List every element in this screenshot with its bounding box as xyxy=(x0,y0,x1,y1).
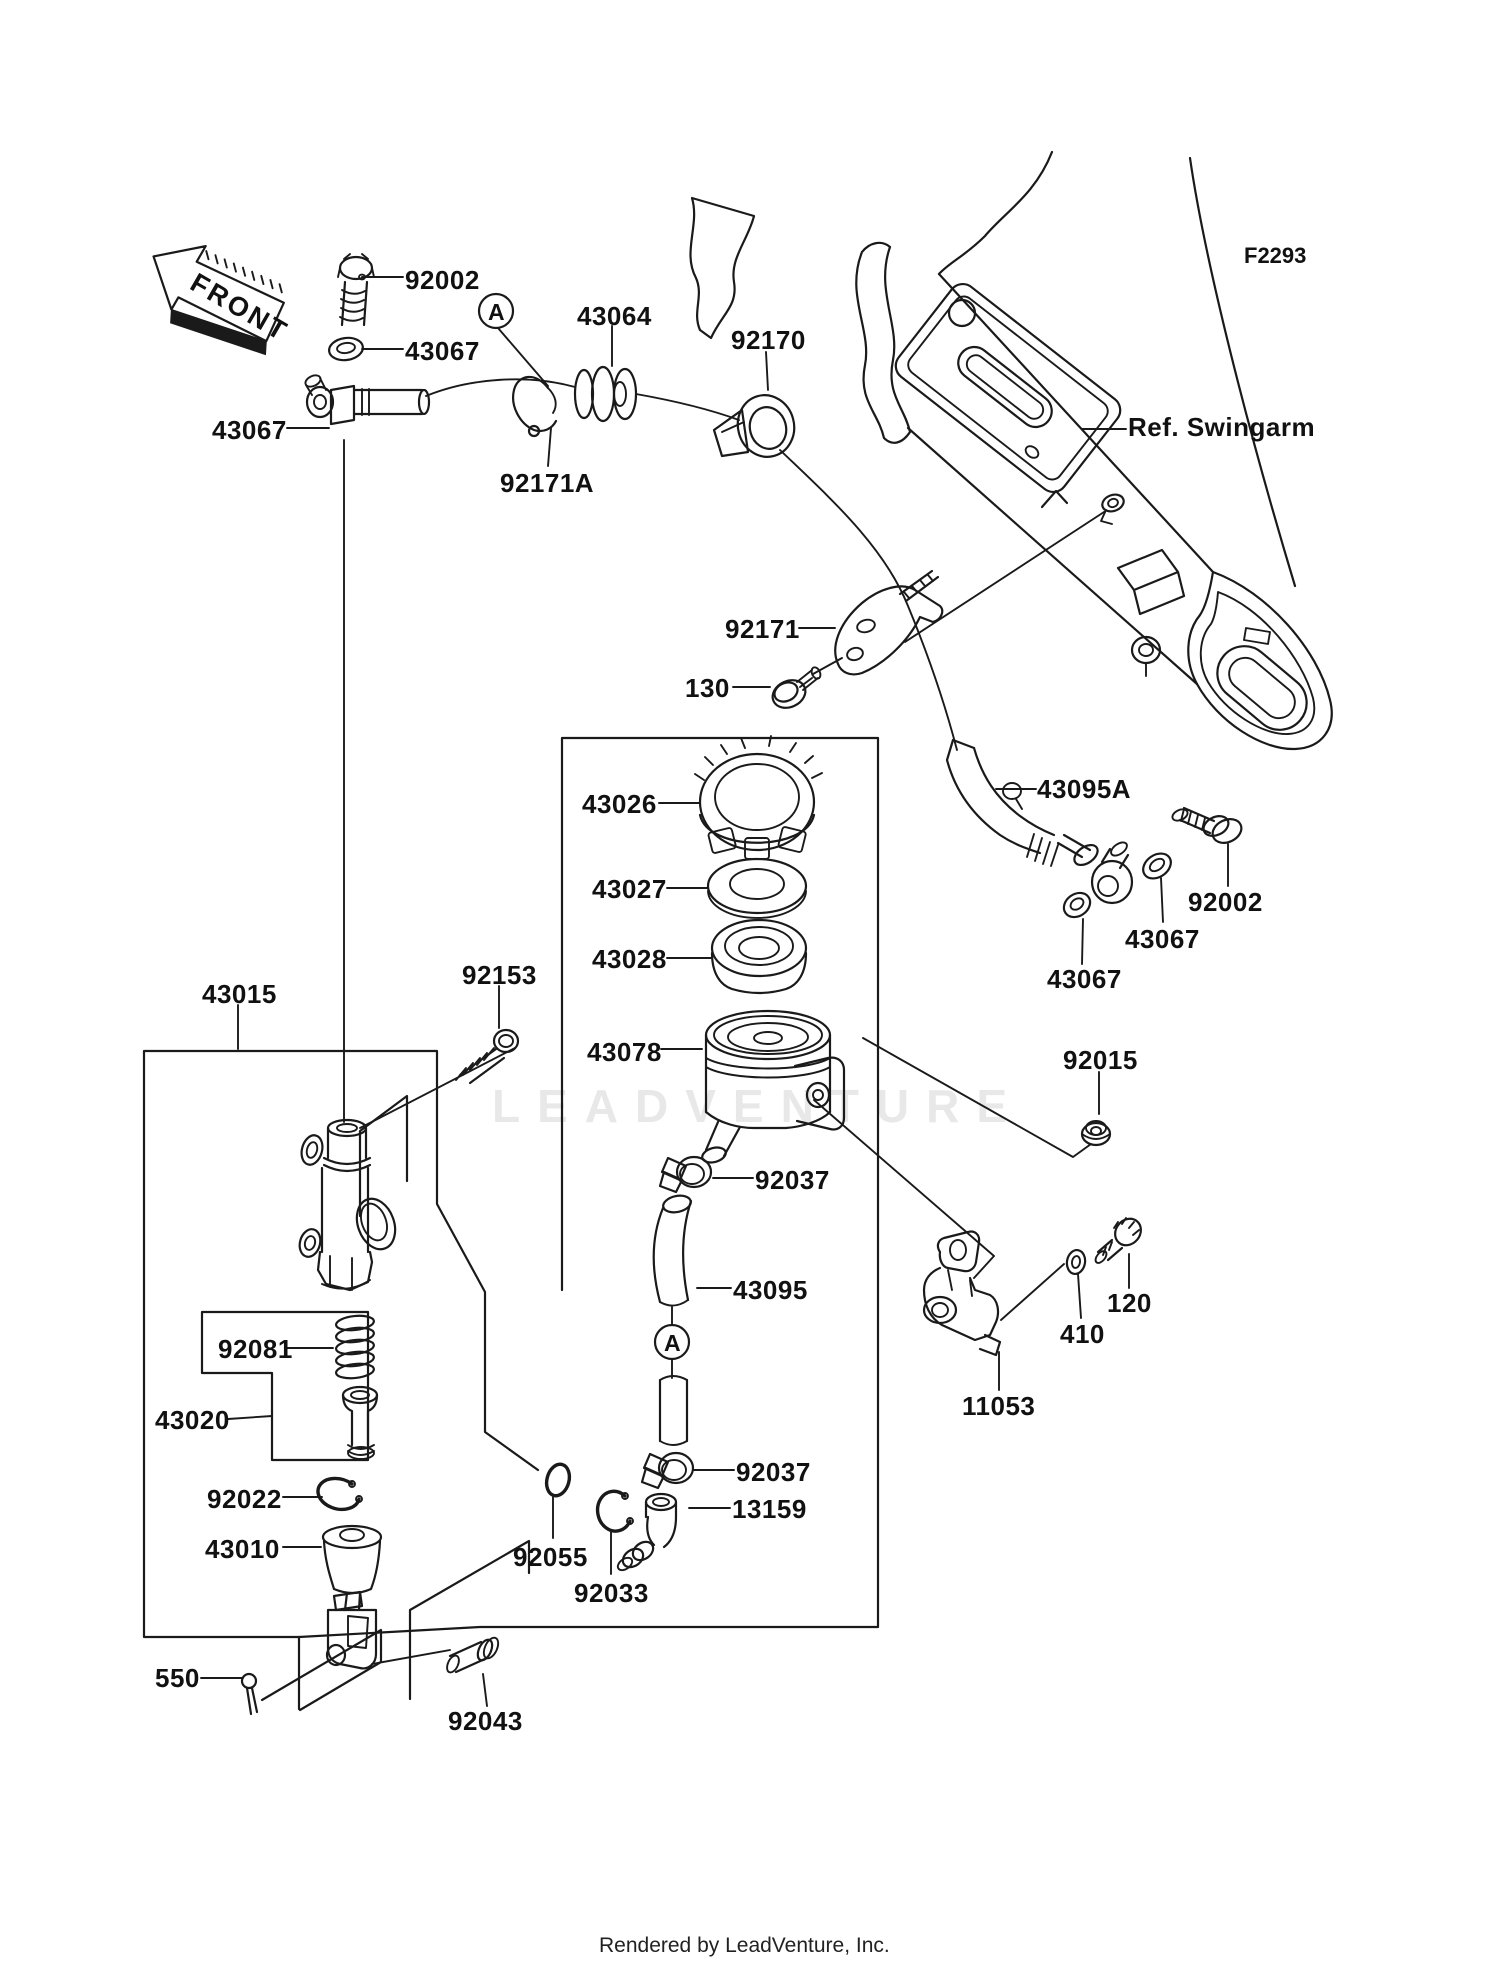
part-label-43067-top: 43067 xyxy=(405,336,480,366)
rod-boot-43010 xyxy=(321,1524,383,1670)
brake-hose-routing xyxy=(425,378,958,751)
push-rod-assembly xyxy=(304,374,431,426)
master-cylinder-43015 xyxy=(298,1118,397,1292)
screw-92153 xyxy=(455,1028,520,1085)
circlip-92022 xyxy=(316,1476,363,1512)
part-label-43015: 43015 xyxy=(202,979,277,1009)
part-label-92081: 92081 xyxy=(218,1334,293,1364)
bolt-130 xyxy=(771,666,822,709)
part-label-43067-right-upper: 43067 xyxy=(1125,924,1200,954)
hose-43095 xyxy=(652,1194,693,1307)
part-label-43095: 43095 xyxy=(733,1275,808,1305)
reservoir-43078 xyxy=(701,1009,846,1164)
part-label-92037-upper: 92037 xyxy=(755,1165,830,1195)
part-label-43067-right-lower: 43067 xyxy=(1047,964,1122,994)
bracket-92171 xyxy=(834,569,944,676)
nut-92015 xyxy=(1080,1120,1112,1147)
part-label-92153: 92153 xyxy=(462,960,537,990)
hose-section-lower xyxy=(658,1375,689,1446)
footer-credit: Rendered by LeadVenture, Inc. xyxy=(599,1934,890,1957)
figure-code: F2293 xyxy=(1244,243,1306,268)
part-label-92171a: 92171A xyxy=(500,468,594,498)
bolt-120 xyxy=(1094,1217,1142,1264)
leader-lines xyxy=(200,276,1229,1707)
piston-43020 xyxy=(341,1385,379,1460)
clamp-92170 xyxy=(712,394,796,458)
oring-92055 xyxy=(544,1462,572,1498)
callout-a-top-label: A xyxy=(488,299,505,325)
swingarm-reference-drawing xyxy=(689,150,1333,810)
front-arrow-icon: FRONT xyxy=(152,245,294,356)
part-label-43064: 43064 xyxy=(577,301,652,331)
leadventure-watermark: LEADVENTURE xyxy=(492,1080,1024,1132)
washer-43067-right-lower xyxy=(1062,891,1092,919)
washer-43067-top xyxy=(327,336,365,362)
clamp-92037-upper xyxy=(658,1155,713,1194)
part-labels: F2293 Ref. Swingarm 92002 43067 43064 92… xyxy=(155,243,1315,1736)
part-label-130: 130 xyxy=(685,673,730,703)
joint-13159 xyxy=(616,1492,678,1572)
callout-a-bottom: A xyxy=(653,1323,691,1361)
callout-a-top: A xyxy=(477,292,515,330)
bracket-11053 xyxy=(922,1230,1002,1357)
part-label-43027: 43027 xyxy=(592,874,667,904)
part-label-92002-top: 92002 xyxy=(405,265,480,295)
bolt-92002-top xyxy=(337,253,375,327)
part-label-92033: 92033 xyxy=(574,1578,649,1608)
part-label-92171: 92171 xyxy=(725,614,800,644)
part-label-550: 550 xyxy=(155,1663,200,1693)
part-label-43020: 43020 xyxy=(155,1405,230,1435)
part-label-43028: 43028 xyxy=(592,944,667,974)
part-label-11053: 11053 xyxy=(962,1391,1035,1421)
washer-43067-right-upper xyxy=(1142,852,1172,880)
part-label-92037-lower: 92037 xyxy=(736,1457,811,1487)
spring-92081 xyxy=(334,1314,376,1380)
clevis-pin-92043 xyxy=(446,1636,500,1674)
callout-a-bottom-label: A xyxy=(664,1330,681,1356)
grouping-boxes xyxy=(142,736,880,1712)
grommet-43064 xyxy=(573,365,638,423)
part-label-410: 410 xyxy=(1060,1319,1105,1349)
clip-92171a xyxy=(512,375,558,438)
diaphragm-43028 xyxy=(710,918,808,995)
part-label-43067-left: 43067 xyxy=(212,415,287,445)
part-label-92002-right: 92002 xyxy=(1188,887,1263,917)
part-label-92022: 92022 xyxy=(207,1484,282,1514)
part-label-92170: 92170 xyxy=(731,325,806,355)
washer-410 xyxy=(1065,1248,1087,1276)
cotter-pin-550 xyxy=(240,1672,259,1716)
part-label-92043: 92043 xyxy=(448,1706,523,1736)
part-label-13159: 13159 xyxy=(732,1494,807,1524)
cap-43026 xyxy=(694,735,823,860)
ref-swingarm-label: Ref. Swingarm xyxy=(1128,412,1315,442)
part-label-120: 120 xyxy=(1107,1288,1152,1318)
clamp-92037-lower xyxy=(640,1451,695,1490)
part-label-43010: 43010 xyxy=(205,1534,280,1564)
part-label-92015: 92015 xyxy=(1063,1045,1138,1075)
bolt-92002-right xyxy=(1171,806,1243,844)
hose-43095a xyxy=(945,738,1134,905)
part-label-43026: 43026 xyxy=(582,789,657,819)
plate-43027 xyxy=(706,857,808,919)
part-label-43095a: 43095A xyxy=(1037,774,1131,804)
part-label-43078: 43078 xyxy=(587,1037,662,1067)
part-label-92055: 92055 xyxy=(513,1542,588,1572)
circlip-92033 xyxy=(595,1489,634,1533)
